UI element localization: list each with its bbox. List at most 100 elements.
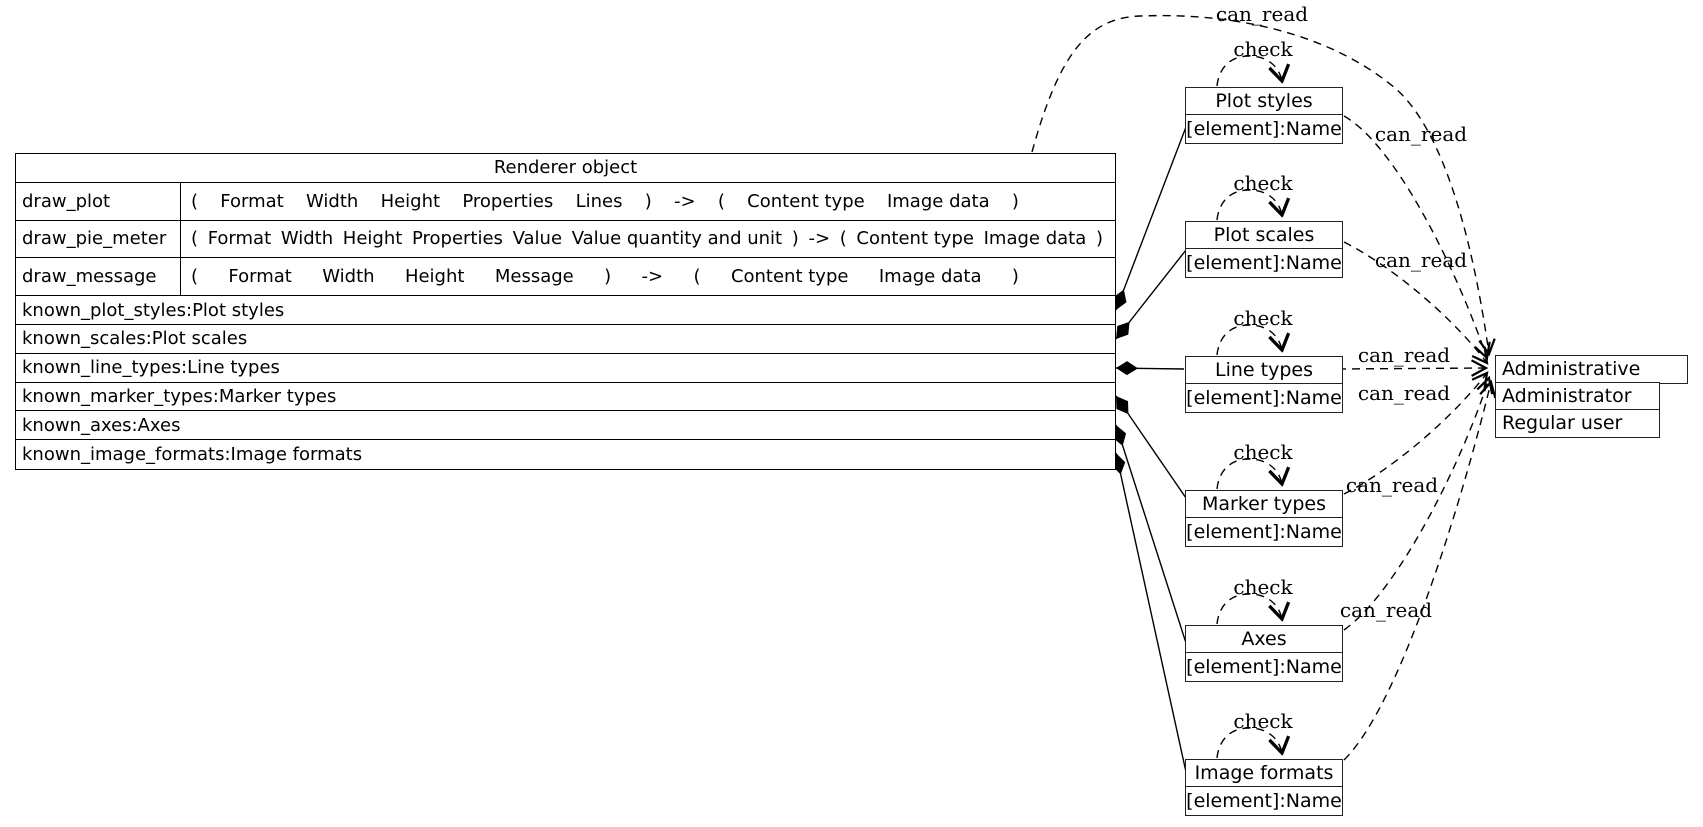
signature-token: ( [839, 228, 847, 250]
can-read-edge-line-types [1337, 368, 1486, 369]
node-field: [element]:Name [1186, 790, 1342, 812]
signature-token: Value [512, 228, 563, 250]
check-loop-line-types [1216, 324, 1282, 356]
can-read-edge-axes [1343, 378, 1489, 631]
renderer-object-node: Renderer object draw_plot ( Format Width… [15, 153, 1116, 470]
node-field: [element]:Name [1186, 521, 1342, 543]
signature-token: Format [207, 228, 272, 250]
method-name: draw_pie_meter [16, 220, 181, 258]
node-title: Axes [1186, 626, 1342, 653]
signature-token: Height [380, 190, 441, 212]
node-marker-types: Marker types [element]:Name [1185, 490, 1343, 547]
signature-token: Height [342, 228, 403, 250]
signature-token: ) [1011, 190, 1019, 212]
signature-token: Properties [411, 228, 503, 250]
composition-edge-plot-styles [1113, 126, 1187, 311]
attribute-row: known_axes:Axes [16, 411, 1115, 441]
node-axes: Axes [element]:Name [1185, 625, 1343, 682]
attribute-label: known_image_formats:Image formats [22, 444, 363, 466]
edge-label-can-read: can_read [1345, 473, 1439, 497]
edge-label-check: check [1233, 37, 1293, 61]
attribute-label: known_scales:Plot scales [22, 328, 248, 350]
renderer-title: Renderer object [16, 154, 1115, 183]
signature-token: Value quantity and unit [571, 228, 783, 250]
method-name: draw_plot [16, 182, 181, 220]
node-field: [element]:Name [1186, 387, 1342, 409]
node-line-types: Line types [element]:Name [1185, 356, 1343, 413]
signature-token: ) [791, 228, 799, 250]
signature-token: ( [191, 190, 199, 212]
signature-token: Width [280, 228, 334, 250]
method-signature: ( Format Width Height Properties Lines )… [181, 183, 1115, 220]
method-row-draw-plot: draw_plot ( Format Width Height Properti… [16, 182, 1115, 221]
attribute-row: known_image_formats:Image formats [16, 440, 1115, 469]
node-field: [element]:Name [1186, 252, 1342, 274]
composition-edge-plot-scales [1115, 249, 1187, 340]
edge-label-check: check [1233, 171, 1293, 195]
signature-token: ( [693, 266, 701, 288]
attribute-label: known_marker_types:Marker types [22, 385, 337, 407]
signature-token: ( [191, 228, 199, 250]
signature-token: Content type [856, 228, 974, 250]
method-signature: ( Format Width Height Properties Value V… [181, 221, 1115, 258]
can-read-edge-image-formats [1343, 382, 1491, 761]
edge-label-can-read: can_read [1374, 248, 1468, 272]
renderer-title-label: Renderer object [493, 157, 638, 179]
signature-token: Height [404, 266, 465, 288]
attribute-row: known_scales:Plot scales [16, 325, 1115, 354]
edge-label-can-read: can_read [1357, 381, 1451, 405]
node-title: Image formats [1186, 760, 1342, 787]
can-read-edge-plot-scales [1343, 241, 1487, 363]
attribute-row: known_plot_styles:Plot styles [16, 296, 1115, 325]
signature-token: Message [494, 266, 574, 288]
edge-label-can-read: can_read [1215, 2, 1309, 26]
attribute-row: known_marker_types:Marker types [16, 383, 1115, 412]
attribute-label: known_plot_styles:Plot styles [22, 299, 285, 321]
signature-token: Width [322, 266, 375, 288]
can-read-edge-plot-styles [1343, 115, 1487, 358]
attribute-label: known_axes:Axes [22, 414, 181, 436]
signature-token: -> [641, 266, 664, 288]
signature-token: Width [306, 190, 359, 212]
composition-edge-line-types [1115, 361, 1185, 376]
attribute-row: known_line_types:Line types [16, 354, 1115, 383]
check-loop-plot-scales [1216, 189, 1282, 221]
edge-label-can-read: can_read [1357, 343, 1451, 367]
node-administrative-user: Administrative user [1495, 355, 1688, 406]
composition-edge-marker-types [1115, 395, 1187, 499]
can-read-edge-renderer [1031, 14, 1489, 354]
edge-label-check: check [1233, 306, 1293, 330]
signature-token: ) [1095, 228, 1103, 250]
signature-token: Image data [878, 266, 982, 288]
edge-label-can-read: can_read [1339, 598, 1433, 622]
edge-label-check: check [1233, 440, 1293, 464]
signature-token: Image data [886, 190, 990, 212]
method-row-draw-pie-meter: draw_pie_meter ( Format Width Height Pro… [16, 220, 1115, 259]
composition-edge-image-formats [1111, 452, 1187, 773]
user-row-administrator: Administrator [1495, 382, 1660, 411]
node-title: Plot scales [1186, 222, 1342, 249]
node-field: [element]:Name [1186, 118, 1342, 140]
node-title: Marker types [1186, 491, 1342, 518]
signature-token: Format [220, 190, 284, 212]
check-loop-plot-styles [1216, 55, 1282, 87]
edge-label-check: check [1233, 575, 1293, 599]
signature-token: Lines [575, 190, 623, 212]
signature-token: ) [604, 266, 612, 288]
signature-token: ( [717, 190, 725, 212]
node-image-formats: Image formats [element]:Name [1185, 759, 1343, 816]
check-loop-axes [1216, 593, 1282, 625]
edge-label-check: check [1233, 709, 1293, 733]
signature-token: Content type [747, 190, 865, 212]
method-name: draw_message [16, 258, 181, 296]
signature-token: -> [674, 190, 696, 212]
check-loop-marker-types [1216, 458, 1282, 490]
signature-token: Image data [983, 228, 1087, 250]
node-title: Line types [1186, 357, 1342, 384]
signature-token: ) [1011, 266, 1019, 288]
method-signature: ( Format Width Height Message ) -> ( Con… [181, 258, 1115, 295]
method-row-draw-message: draw_message ( Format Width Height Messa… [16, 258, 1115, 297]
signature-token: ) [644, 190, 652, 212]
